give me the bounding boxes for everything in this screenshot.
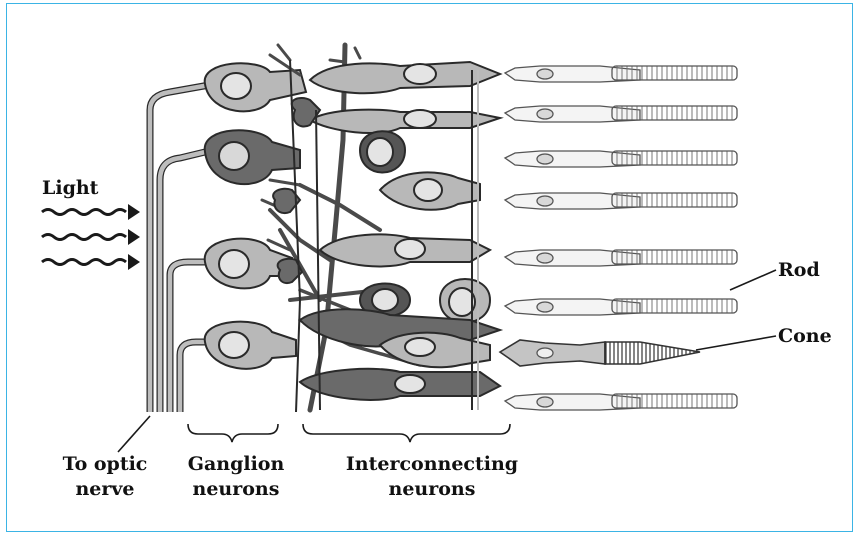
ganglion-label: Ganglion neurons: [166, 452, 306, 501]
rod-cell: [505, 106, 737, 122]
light-label: Light: [42, 176, 98, 201]
wavy-arrow-icon: [42, 254, 140, 270]
optic-nerve-label-line2: nerve: [40, 477, 170, 502]
optic-nerve-leader: [118, 416, 150, 452]
optic-nerve-label: To optic nerve: [40, 452, 170, 501]
rod-leader: [730, 270, 776, 290]
rod-cell: [505, 299, 737, 315]
rod-label: Rod: [778, 258, 820, 283]
wavy-arrow-icon: [42, 229, 140, 245]
rod-cell: [505, 66, 737, 82]
cone-leader: [696, 336, 776, 350]
rod-cell: [505, 250, 737, 266]
ganglion-brace: [188, 424, 278, 442]
rod-cell: [505, 193, 737, 209]
optic-nerve-label-line1: To optic: [40, 452, 170, 477]
light-arrows: [42, 204, 140, 270]
rod-cell: [505, 151, 737, 167]
interconnecting-label: Interconnecting neurons: [312, 452, 552, 501]
rod-cell: [505, 394, 737, 410]
interconnecting-brace: [303, 424, 510, 442]
ganglion-neurons: [205, 63, 306, 369]
photoreceptors: [500, 66, 737, 410]
interconnecting-label-line1: Interconnecting: [312, 452, 552, 477]
interconnecting-neurons: [273, 62, 500, 400]
ganglion-label-line1: Ganglion: [166, 452, 306, 477]
cone-cell: [500, 340, 700, 366]
ganglion-label-line2: neurons: [166, 477, 306, 502]
interconnecting-label-line2: neurons: [312, 477, 552, 502]
wavy-arrow-icon: [42, 204, 140, 220]
cone-label: Cone: [778, 324, 832, 349]
optic-nerve-fibers: [150, 84, 215, 412]
